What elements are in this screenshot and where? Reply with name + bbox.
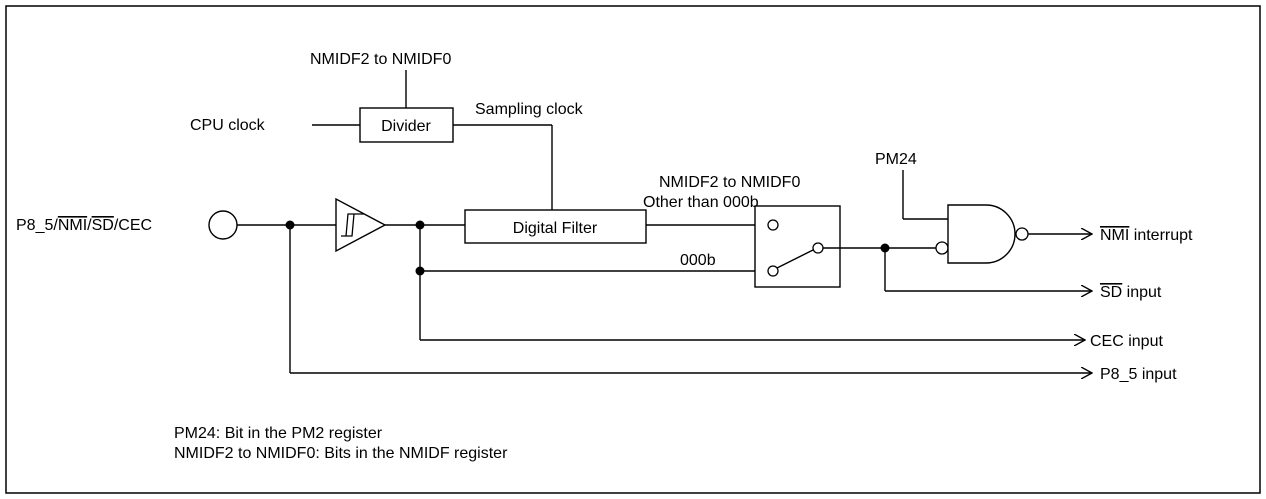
other-than-000b-label: Other than 000b: [643, 194, 759, 211]
switch-contact-top: [767, 219, 779, 231]
p85-input-label: P8_5 input: [1100, 366, 1177, 383]
switch-contact-bottom: [767, 265, 779, 277]
sd-input-label: SD input: [1100, 284, 1162, 301]
sampling-clock-label: Sampling clock: [475, 101, 584, 118]
schmitt-hysteresis-icon: [341, 213, 364, 237]
selector-switch-box: [754, 205, 841, 288]
pm24-label: PM24: [875, 151, 917, 168]
schmitt-trigger-buffer: [335, 197, 387, 253]
note-nmidf: NMIDF2 to NMIDF0: Bits in the NMIDF regi…: [174, 445, 508, 462]
nand-input-bubble: [935, 241, 949, 255]
digital-filter-box: [464, 209, 647, 244]
nmi-interrupt-label: NMI interrupt: [1100, 227, 1193, 244]
switch-common: [812, 242, 824, 254]
sel-000b-label: 000b: [680, 252, 716, 269]
cec-input-label: CEC input: [1090, 333, 1163, 350]
nmidf-mid-label: NMIDF2 to NMIDF0: [659, 174, 800, 191]
diagram-frame: [5, 5, 1261, 494]
nmidf-top-label: NMIDF2 to NMIDF0: [310, 51, 451, 68]
note-pm24: PM24: Bit in the PM2 register: [174, 425, 383, 442]
cpu-clock-label: CPU clock: [190, 117, 266, 134]
nand-output-bubble: [1015, 227, 1029, 241]
divider-label: Divider: [381, 118, 431, 135]
input-pin-circle: [208, 210, 238, 240]
nand-gate: [947, 204, 1016, 264]
pin-name-label: P8_5/NMI/SD/CEC: [16, 217, 152, 234]
switch-lever: [776, 249, 814, 269]
digital-filter-label: Digital Filter: [513, 220, 598, 237]
